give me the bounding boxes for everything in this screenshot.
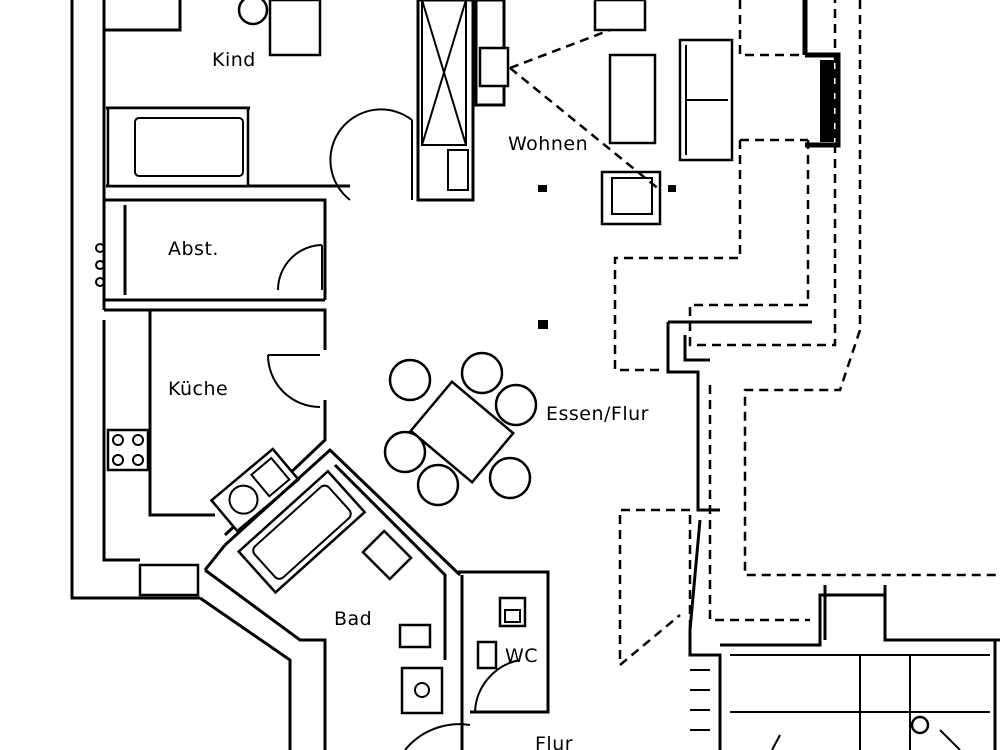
right-walls <box>666 320 1000 750</box>
label-bad: Bad <box>334 608 372 630</box>
label-kind: Kind <box>212 49 256 71</box>
tv <box>478 46 510 88</box>
shaft <box>416 0 510 202</box>
abst-room <box>95 198 327 302</box>
washer <box>400 666 444 715</box>
label-flur: Flur <box>535 733 573 750</box>
label-essen-flur: Essen/Flur <box>546 403 649 425</box>
chair-2 <box>460 351 504 395</box>
door-kind <box>329 108 413 201</box>
wohnen-room <box>509 0 841 329</box>
chair-6 <box>488 456 532 500</box>
outer-walls <box>70 0 327 750</box>
door-abst <box>277 244 323 291</box>
wc-basin <box>476 640 498 670</box>
coffee-table <box>608 53 657 145</box>
terrace-outline <box>613 0 1000 668</box>
washbasin <box>361 529 413 581</box>
chair-5 <box>416 463 460 507</box>
door-entrance <box>404 723 471 750</box>
kind-room <box>102 0 413 201</box>
room-labels: Kind Wohnen Abst. Küche Essen/Flur Bad W… <box>168 49 649 750</box>
kueche-room <box>106 308 327 537</box>
desk <box>268 0 322 57</box>
door-wc <box>474 659 521 713</box>
radiator <box>138 563 200 597</box>
label-kueche: Küche <box>168 378 228 400</box>
label-wc: WC <box>505 645 538 667</box>
wc-room <box>458 570 550 750</box>
bad-room <box>203 447 462 715</box>
bathtub-kind <box>106 106 250 188</box>
label-wohnen: Wohnen <box>508 133 588 155</box>
chair-4 <box>383 430 427 474</box>
toilet-bad <box>398 623 432 649</box>
door-kueche <box>267 354 321 408</box>
chair-3 <box>494 383 538 427</box>
bathtub-bad <box>236 469 367 595</box>
chair-1 <box>388 358 432 402</box>
chair <box>237 0 269 26</box>
dining-table <box>409 380 515 484</box>
dining-set <box>383 351 538 507</box>
armchair-top <box>593 0 647 32</box>
label-abst: Abst. <box>168 238 219 260</box>
